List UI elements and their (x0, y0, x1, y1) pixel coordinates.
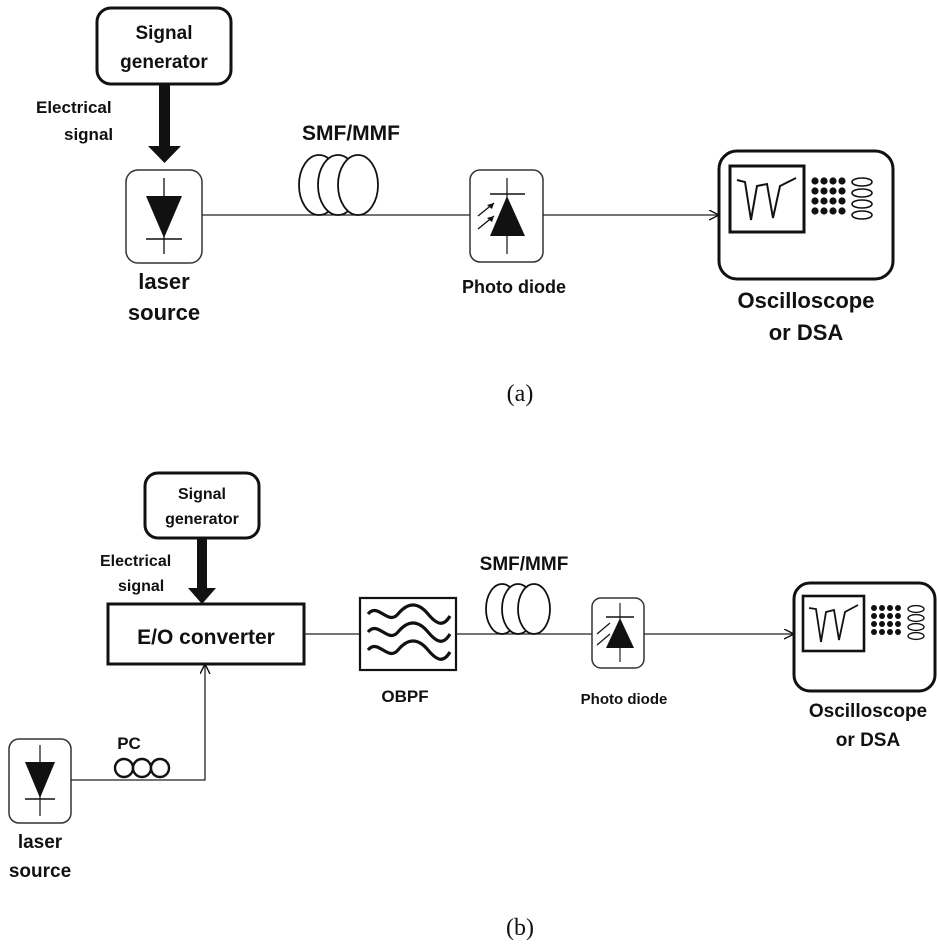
electrical-signal-arrow-b (188, 538, 216, 604)
caption-b: (b) (506, 915, 534, 941)
scope-label-2-a: or DSA (769, 320, 844, 345)
link-laser-eo (71, 664, 205, 781)
scope-b-knobs-icon (871, 605, 901, 635)
scope-knobs-icon (811, 177, 846, 215)
filter-wave-icon (366, 603, 452, 661)
diagram-b: Signal generator Electrical signal E/O c… (8, 471, 937, 941)
laser-source-a (125, 169, 203, 264)
oscilloscope-a (717, 149, 895, 281)
laser-label-2: source (128, 300, 200, 325)
pc-coil-icon (113, 757, 171, 779)
photodiode-label-b: Photo diode (581, 691, 668, 708)
scope-screen-icon (728, 164, 806, 234)
fiber-coil-icon-a (298, 154, 379, 216)
electrical-signal-arrow-a (148, 84, 181, 163)
diagram-a: Signal generator Electrical signal laser… (36, 6, 895, 407)
laser-b-diode-icon (25, 762, 55, 798)
laser-b-label-2: source (9, 861, 71, 882)
photodiode-icon (490, 196, 525, 236)
signal-generator-b-label-2: generator (165, 511, 239, 528)
fiber-coil-icon-b (485, 583, 551, 635)
diode-icon (146, 196, 182, 238)
waveform-b-icon (808, 604, 859, 643)
laser-label-1: laser (138, 269, 190, 294)
electrical-signal-label-2: signal (64, 125, 113, 144)
photodiode-b (591, 597, 645, 669)
signal-generator-b-label-1: Signal (178, 486, 226, 503)
scope-b-screen-icon (801, 594, 866, 653)
scope-label-2-b: or DSA (836, 730, 901, 751)
oscilloscope-b (792, 581, 937, 693)
obpf-filter (358, 596, 458, 672)
obpf-label: OBPF (381, 687, 428, 706)
pc-label: PC (117, 734, 141, 753)
fiber-label-b: SMF/MMF (480, 554, 569, 575)
signal-generator-a: Signal generator (95, 6, 233, 86)
electrical-signal-b-label-2: signal (118, 578, 164, 595)
caption-a: (a) (507, 381, 534, 407)
fiber-label-a: SMF/MMF (302, 122, 400, 145)
laser-b-label-1: laser (18, 832, 63, 853)
waveform-icon (736, 177, 797, 221)
eo-converter-box (106, 602, 306, 666)
signal-generator-label-1: Signal (135, 23, 192, 44)
photodiode-label-a: Photo diode (462, 277, 566, 297)
signal-generator-b: Signal generator (143, 471, 261, 540)
photodiode-a (469, 169, 544, 263)
eo-converter-label: E/O converter (137, 626, 275, 649)
electrical-signal-label-1: Electrical (36, 98, 112, 117)
scope-label-1-b: Oscilloscope (809, 701, 927, 722)
photodiode-b-icon (606, 618, 634, 648)
signal-generator-label-2: generator (120, 52, 208, 73)
laser-source-b (8, 738, 72, 824)
scope-label-1-a: Oscilloscope (738, 288, 875, 313)
electrical-signal-b-label-1: Electrical (100, 553, 171, 570)
